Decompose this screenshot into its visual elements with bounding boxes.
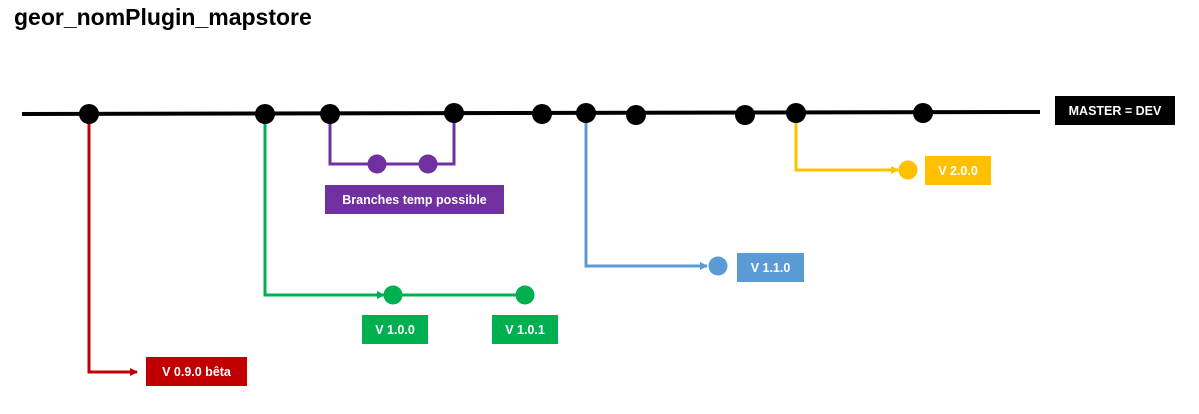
purple-temp-branch-line [328, 114, 456, 166]
v110-label: V 1.1.0 [737, 253, 804, 282]
v100-label-text: V 1.0.0 [375, 323, 415, 337]
v100-label: V 1.0.0 [362, 315, 428, 344]
v110-label-box [737, 253, 804, 282]
master-commit [320, 104, 340, 124]
purple-temp-commit [367, 154, 387, 174]
temp-branch-label: Branches temp possible [325, 185, 504, 214]
v090-label-text: V 0.9.0 bêta [162, 365, 232, 379]
master-commit [532, 104, 552, 124]
master-commit [786, 103, 806, 123]
yellow-branch-line [794, 114, 899, 174]
master-branch-line [21, 110, 1041, 116]
master-label-box [1055, 96, 1175, 125]
green-commit-v101 [515, 285, 535, 305]
v101-label-box [492, 315, 558, 344]
master-commit [444, 103, 464, 123]
master-commit [255, 104, 275, 124]
master-commits [79, 103, 933, 125]
master-label: MASTER = DEV [1055, 96, 1175, 125]
temp-branch-label-box [325, 185, 504, 214]
v090-label: V 0.9.0 bêta [146, 357, 247, 386]
master-commit [79, 104, 99, 124]
green-commit-v100 [383, 285, 403, 305]
v110-label-text: V 1.1.0 [751, 261, 791, 275]
v101-label: V 1.0.1 [492, 315, 558, 344]
blue-branch-line [584, 114, 708, 270]
red-branch-line [87, 114, 138, 376]
master-commit [735, 105, 755, 125]
green-branch-line [263, 114, 385, 299]
v101-label-text: V 1.0.1 [505, 323, 545, 337]
v200-label-box [925, 156, 991, 185]
yellow-commit-v200 [898, 160, 918, 180]
master-commit [626, 105, 646, 125]
master-label-text: MASTER = DEV [1069, 104, 1162, 118]
v100-label-box [362, 315, 428, 344]
temp-branch-label-text: Branches temp possible [342, 193, 487, 207]
v200-label: V 2.0.0 [925, 156, 991, 185]
diagram-title: geor_nomPlugin_mapstore [14, 4, 312, 30]
blue-commit-v110 [708, 256, 728, 276]
master-commit [576, 103, 596, 123]
purple-temp-commit [418, 154, 438, 174]
v090-label-box [146, 357, 247, 386]
v200-label-text: V 2.0.0 [938, 164, 978, 178]
master-commit [913, 103, 933, 123]
